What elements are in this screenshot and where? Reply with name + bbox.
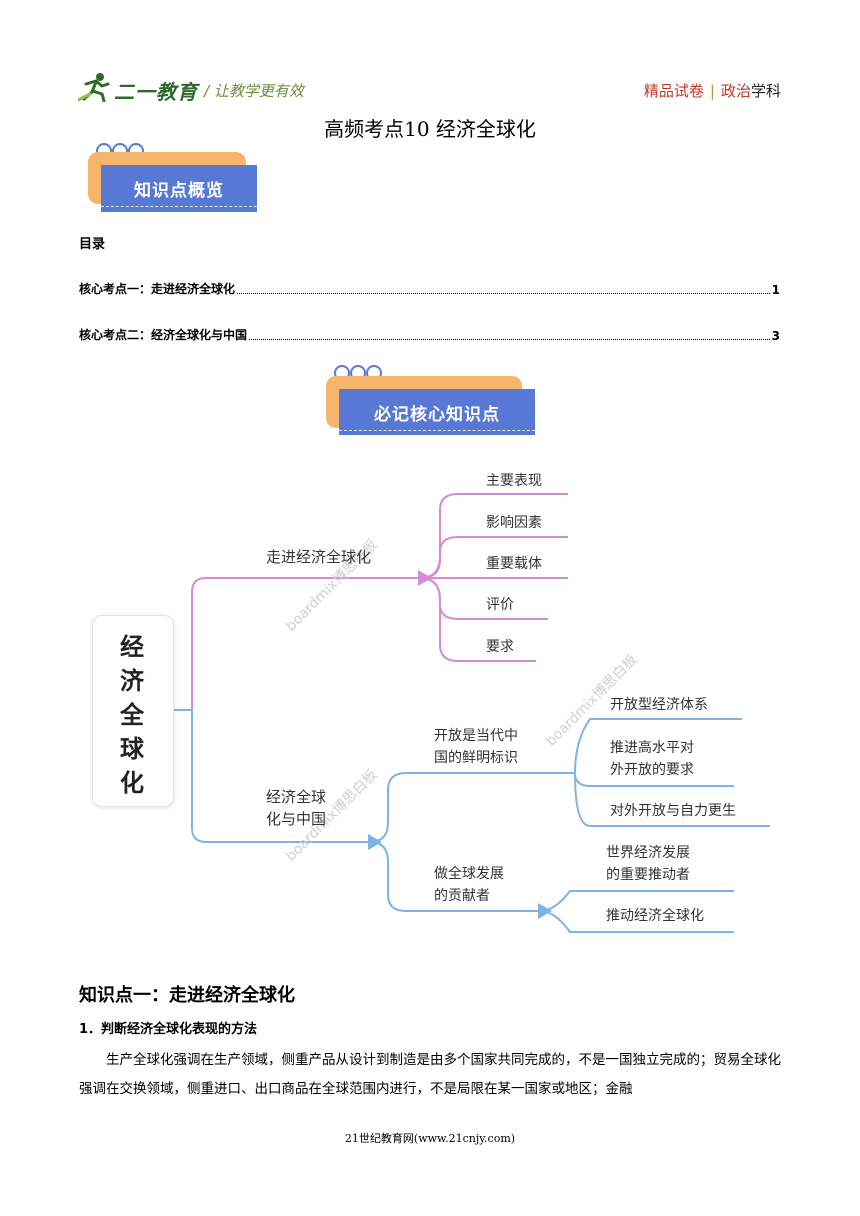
leaf-node: 评价: [486, 597, 514, 613]
page-footer: 21世纪教育网(www.21cnjy.com): [344, 1132, 516, 1145]
ring-icon: [350, 365, 366, 381]
ring-icon: [112, 143, 128, 159]
overview-banner: 知识点概览: [88, 140, 260, 216]
section-subtitle: 1．判断经济全球化表现的方法: [79, 1022, 258, 1037]
leaf-node: 世界经济发展 的重要推动者: [606, 845, 690, 883]
toc-item-page: 3: [771, 329, 780, 343]
ring-icon: [128, 143, 144, 159]
leaf-node: 影响因素: [486, 515, 542, 531]
runner-logo-icon: [78, 73, 110, 102]
sub-node: 开放是当代中 国的鲜明标识: [434, 728, 518, 766]
toc-item[interactable]: 核心考点一：走进经济全球化 1: [79, 280, 780, 297]
ring-icon: [96, 143, 112, 159]
toc-item-page: 1: [771, 283, 780, 297]
leaf-node: 主要表现: [486, 473, 542, 489]
toc-heading: 目录: [79, 237, 106, 252]
toc-item-label: 核心考点二：经济全球化与中国: [79, 328, 248, 342]
toc-item-label: 核心考点一：走进经济全球化: [79, 282, 236, 296]
toc-item[interactable]: 核心考点二：经济全球化与中国 3: [79, 326, 780, 343]
header-tag-discipline: 学科: [750, 82, 781, 100]
leaf-node: 推动经济全球化: [606, 908, 704, 924]
brand-slogan: / 让教学更有效: [204, 82, 304, 100]
branch-node: 经济全球 化与中国: [266, 788, 327, 828]
brand-name: 二一教育: [114, 80, 198, 104]
page-title: 高频考点10 经济全球化: [324, 117, 536, 141]
ring-icon: [366, 365, 382, 381]
leaf-node: 要求: [486, 639, 514, 655]
header-tag-subject: 政治: [720, 82, 751, 100]
section-title: 知识点一：走进经济全球化: [79, 985, 295, 1006]
leaf-node: 重要载体: [486, 556, 542, 572]
leaf-node: 开放型经济体系: [610, 697, 708, 713]
core-knowledge-banner: 必记核心知识点: [326, 362, 536, 440]
banner-label: 必记核心知识点: [339, 389, 535, 435]
toc-leader: [237, 293, 770, 294]
mindmap-root: 经 济 全 球 化: [120, 633, 144, 797]
section-paragraph: 生产全球化强调在生产领域，侧重产品从设计到制造是由多个国家共同完成的，不是一国独…: [79, 1052, 781, 1097]
leaf-node: 对外开放与自力更生: [610, 803, 736, 819]
leaf-node: 推进高水平对 外开放的要求: [610, 740, 694, 778]
banner-label: 知识点概览: [101, 165, 257, 212]
branch-node: 走进经济全球化: [266, 548, 372, 566]
mindmap-root-box: [92, 615, 174, 807]
header-separator: |: [709, 82, 715, 100]
sub-node: 做全球发展 的贡献者: [434, 866, 504, 904]
ring-icon: [334, 365, 350, 381]
header-tag-paper: 精品试卷: [643, 82, 704, 100]
header-subject: 精品试卷 | 政治学科: [644, 80, 781, 101]
toc-leader: [249, 339, 770, 340]
